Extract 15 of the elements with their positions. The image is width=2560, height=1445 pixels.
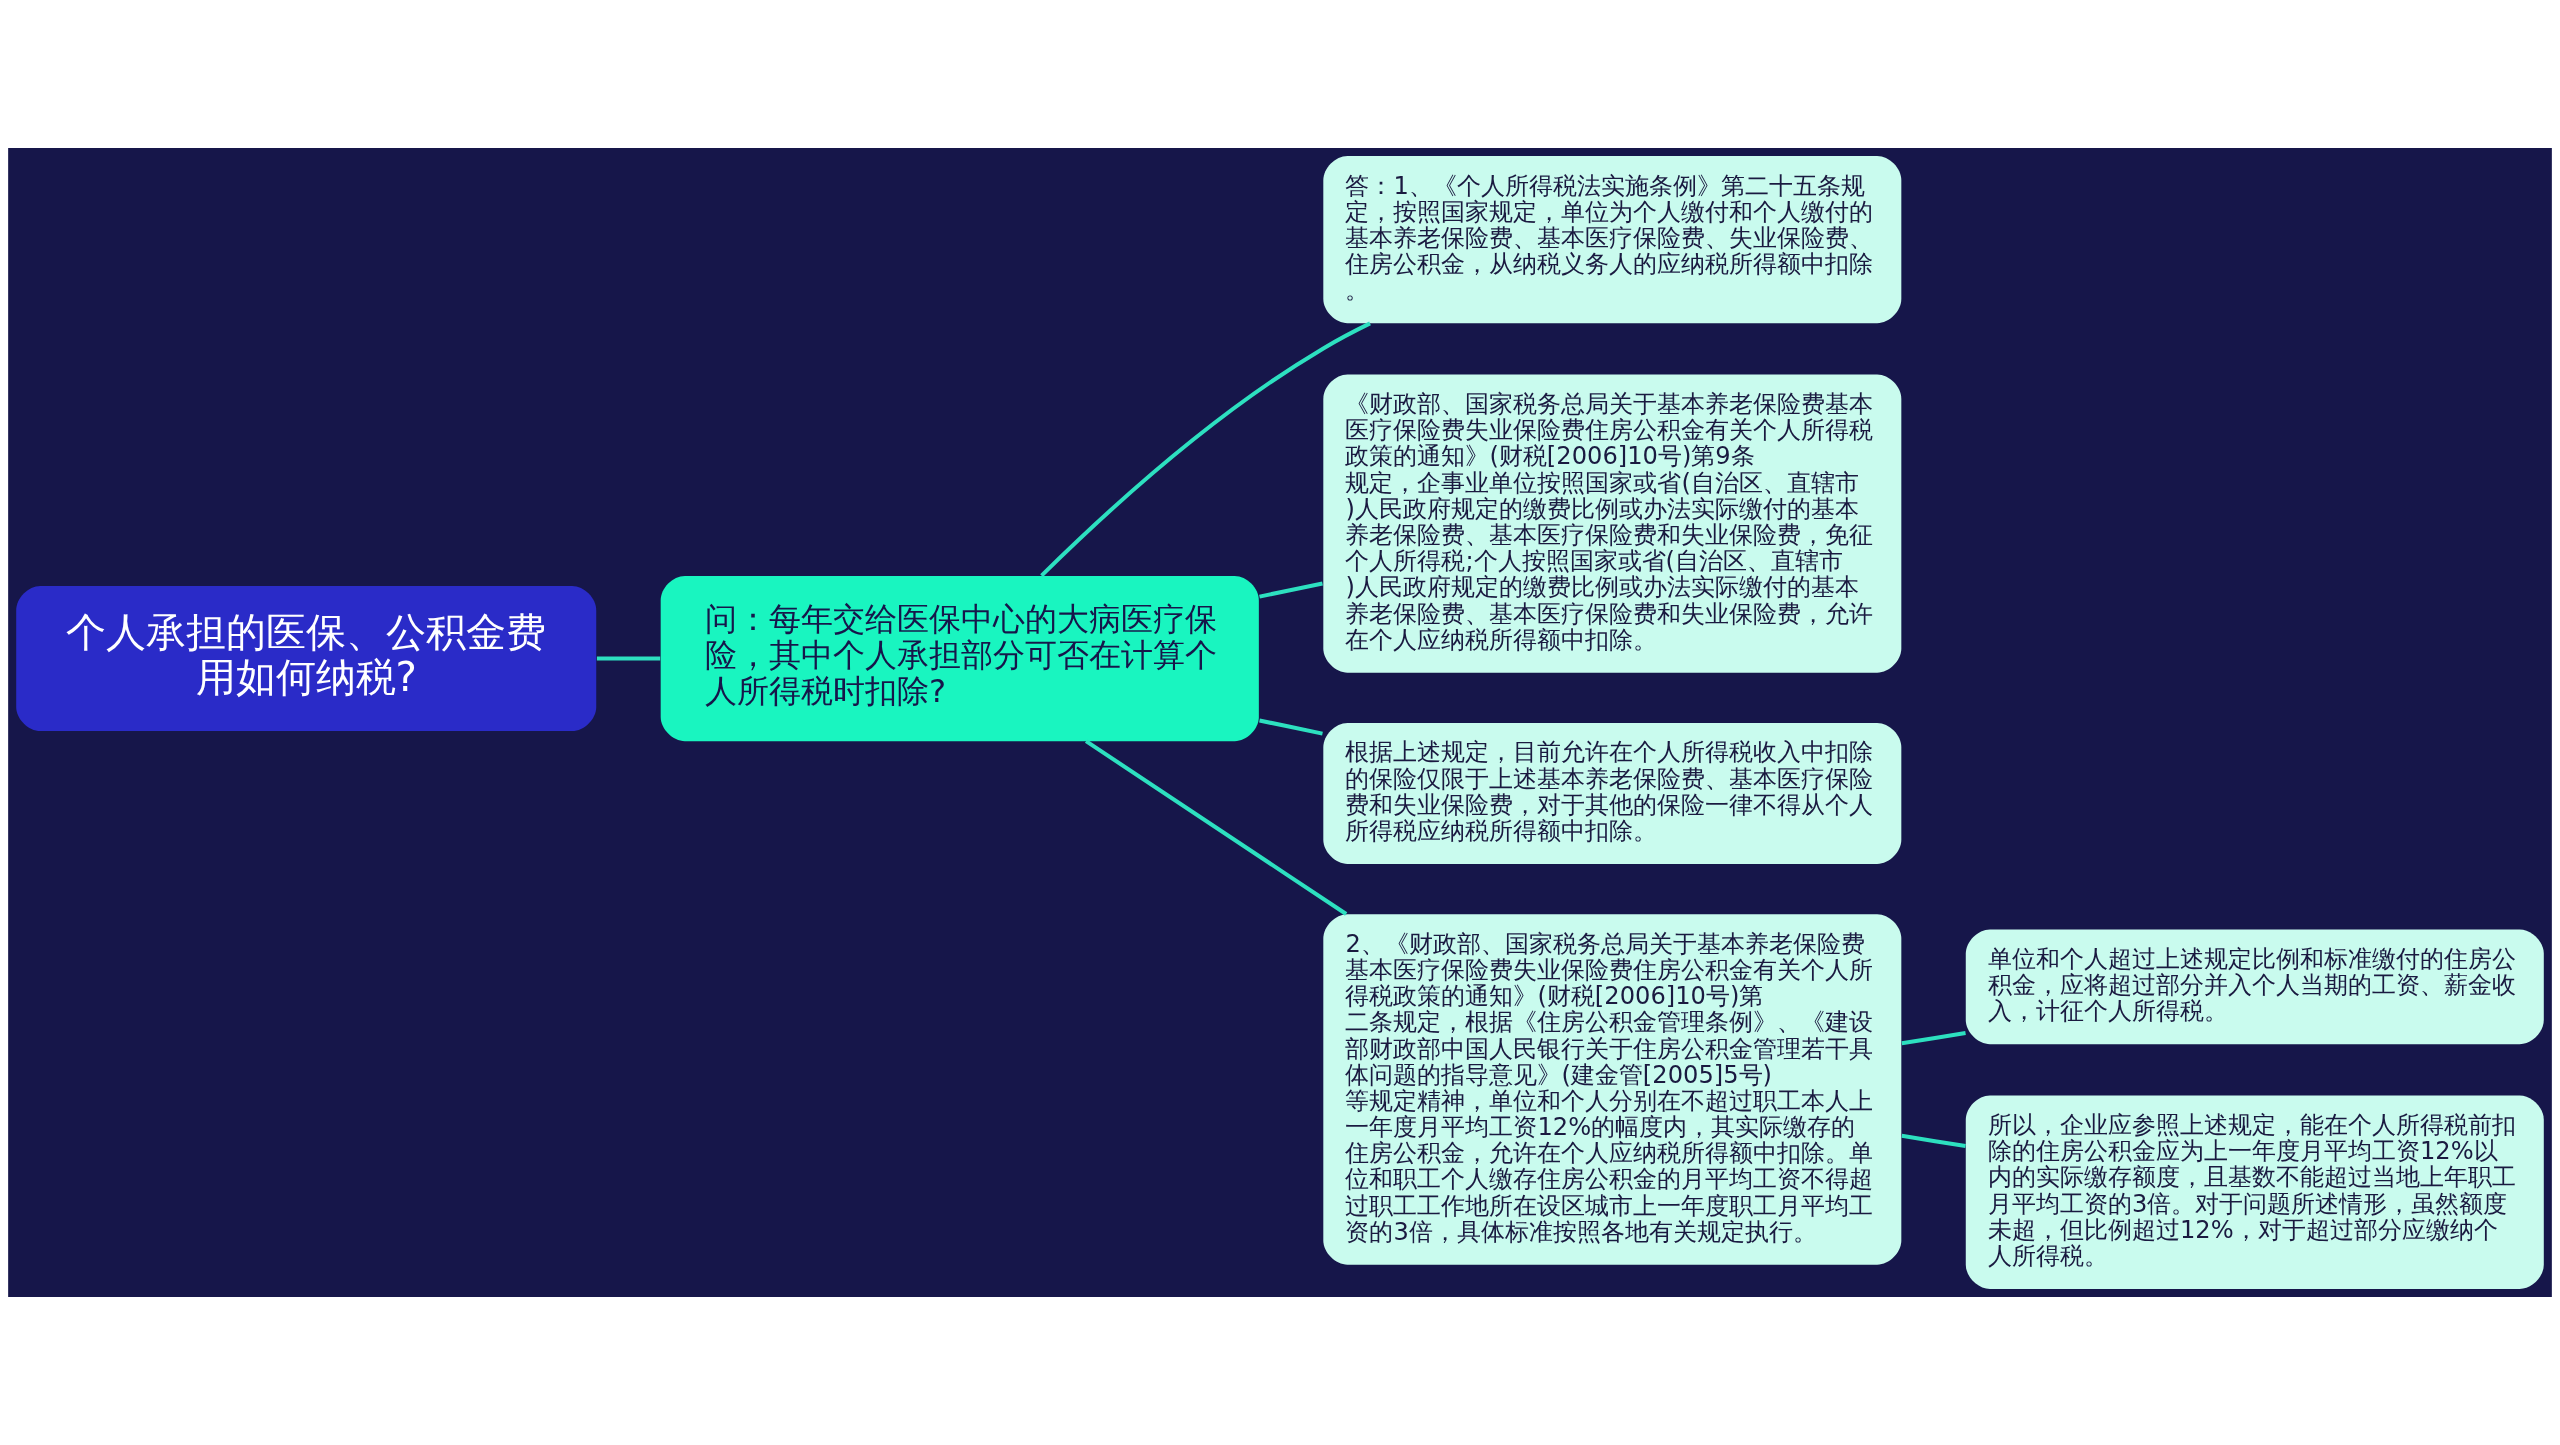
node-box: 单位和个人超过上述规定比例和标准缴付的住房公积金，应将超过部分并入个人当期的工资、薪金收入，计征个人所得税。 bbox=[1965, 929, 2544, 1045]
connector bbox=[1040, 321, 1371, 578]
connector bbox=[596, 656, 661, 661]
connector bbox=[1259, 718, 1323, 736]
node-box: 根据上述规定，目前允许在个人所得税收入中扣除的保险仅限于上述基本养老保险费、基本医疗保险费和失业保险费，对于其他的保险一律不得从个人所得税应纳税所得额中扣除。 bbox=[1323, 723, 1902, 864]
node-box: 所以，企业应参照上述规定，能在个人所得税前扣除的住房公积金应为上一年度月平均工资12%以内的实际缴存额度，且基数不能超过当地上年职工月平均工资的3倍。对于问题所述情形，虽然额度未超，但比例超过12%，对于超过部分应缴纳个人所得税。 bbox=[1965, 1095, 2544, 1289]
connector bbox=[1901, 1031, 1966, 1046]
node-box: 个人承担的医保、公积金费用如何纳税? bbox=[16, 586, 597, 732]
connector bbox=[1084, 739, 1348, 916]
node-box: 问：每年交给医保中心的大病医疗保险，其中个人承担部分可否在计算个人所得税时扣除? bbox=[660, 576, 1259, 742]
node-box: 《财政部、国家税务总局关于基本养老保险费基本医疗保险费失业保险费住房公积金有关个人所得税政策的通知》(财税[2006]10号)第9条规定，企事业单位按照国家或省(自治区、直辖市)人民政府规定的缴费比例或办法实际缴付的基本养老保险费、基本医疗保险费和失业保险费，免征个人所得税;个人按照国家或省(自治区、直辖市)人民政府规定的缴费比例或办法实际缴付的基本养老保险费、基本医疗保险费和失业保险费，允许在个人应纳税所得额中扣除。 bbox=[1323, 374, 1902, 673]
node-box: 答：1、《个人所得税法实施条例》第二十五条规定，按照国家规定，单位为个人缴付和个人缴付的基本养老保险费、基本医疗保险费、失业保险费、住房公积金，从纳税义务人的应纳税所得额中扣除。 bbox=[1323, 156, 1902, 324]
connector bbox=[1901, 1133, 1966, 1149]
node-box: 2、《财政部、国家税务总局关于基本养老保险费基本医疗保险费失业保险费住房公积金有关个人所得税政策的通知》(财税[2006]10号)第二条规定，根据《住房公积金管理条例》、《建设部财政部中国人民银行关于住房公积金管理若干具体问题的指导意见》(建金管[2005]5号)等规定精神，单位和个人分别在不超过职工本人上一年度月平均工资12%的幅度内，其实际缴存的住房公积金，允许在个人应纳税所得额中扣除。单位和职工个人缴存住房公积金的月平均工资不得超过职工工作地所在设区城市上一年度职工月平均工资的3倍，具体标准按照各地有关规定执行。 bbox=[1323, 914, 1902, 1265]
connector bbox=[1259, 581, 1323, 599]
